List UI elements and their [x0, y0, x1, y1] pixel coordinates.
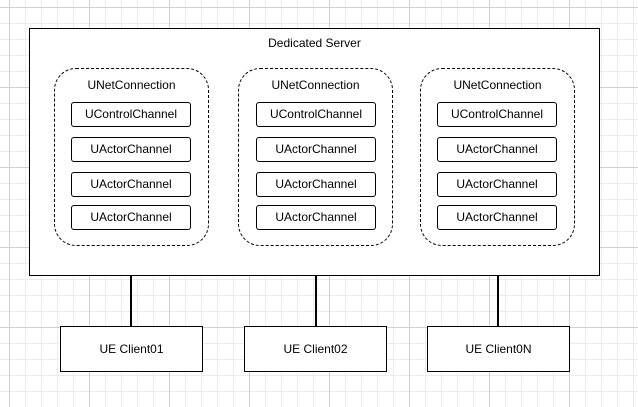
dedicated-server-title: Dedicated Server [268, 36, 361, 50]
control-channel-1[interactable]: UControlChannel [71, 102, 191, 127]
actor-channel-3a[interactable]: UActorChannel [437, 137, 557, 162]
actor-channel-1a[interactable]: UActorChannel [71, 137, 191, 162]
actor-channel-2c[interactable]: UActorChannel [256, 205, 376, 230]
control-channel-2[interactable]: UControlChannel [256, 102, 376, 127]
actor-channel-3c[interactable]: UActorChannel [437, 205, 557, 230]
actor-channel-3b[interactable]: UActorChannel [437, 172, 557, 197]
link-line-client0n [497, 246, 499, 326]
actor-channel-2a[interactable]: UActorChannel [256, 137, 376, 162]
client-box-0n[interactable]: UE Client0N [427, 326, 570, 372]
unetconnection-1-title: UNetConnection [87, 78, 176, 92]
link-line-client02 [315, 246, 317, 326]
link-line-client01 [130, 246, 132, 326]
client-box-01[interactable]: UE Client01 [60, 326, 203, 372]
client-box-02[interactable]: UE Client02 [244, 326, 387, 372]
unetconnection-3-title: UNetConnection [453, 78, 542, 92]
actor-channel-1b[interactable]: UActorChannel [71, 172, 191, 197]
unetconnection-2-title: UNetConnection [271, 78, 360, 92]
actor-channel-2b[interactable]: UActorChannel [256, 172, 376, 197]
control-channel-3[interactable]: UControlChannel [437, 102, 557, 127]
actor-channel-1c[interactable]: UActorChannel [71, 205, 191, 230]
